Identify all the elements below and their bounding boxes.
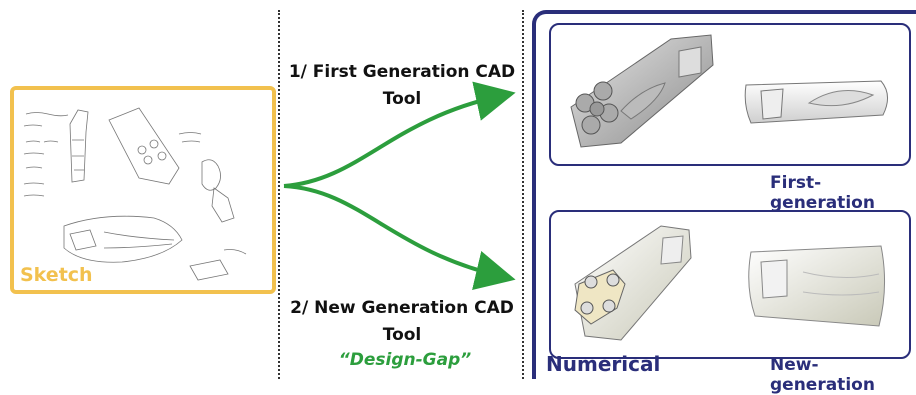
step-first-generation: 1/ First Generation CAD Tool xyxy=(287,59,517,113)
branch-arrows xyxy=(283,81,516,290)
numerical-label: Numerical xyxy=(546,352,661,376)
left-dotted-separator xyxy=(278,10,280,379)
right-dotted-separator xyxy=(522,10,524,379)
new-gen-device-side xyxy=(748,245,886,327)
arrow-to-first-generation xyxy=(283,81,516,188)
first-gen-device-side xyxy=(744,80,888,124)
step2-line2: Tool xyxy=(382,325,422,345)
sketch-label: Sketch xyxy=(20,264,93,286)
numerical-frame xyxy=(532,10,916,379)
first-generation-renders xyxy=(570,34,888,148)
design-gap-label: “Design-Gap” xyxy=(338,350,472,370)
sketch-box xyxy=(10,86,276,294)
step-new-generation: 2/ New Generation CAD Tool xyxy=(287,295,517,349)
first-gen-device-3d xyxy=(570,34,714,148)
new-generation-panel xyxy=(549,210,911,359)
step1-line1: 1/ First Generation CAD xyxy=(288,62,516,82)
sketch-drawings xyxy=(23,107,247,281)
new-gen-device-3d xyxy=(574,225,692,341)
first-generation-caption: First-generation xyxy=(770,173,875,213)
first-generation-panel xyxy=(549,23,911,166)
new-generation-renders xyxy=(574,225,886,341)
arrow-to-new-generation xyxy=(283,184,516,290)
new-generation-caption: New-generation xyxy=(770,355,875,395)
step1-line2: Tool xyxy=(382,89,422,109)
step2-line1: 2/ New Generation CAD xyxy=(290,298,514,318)
